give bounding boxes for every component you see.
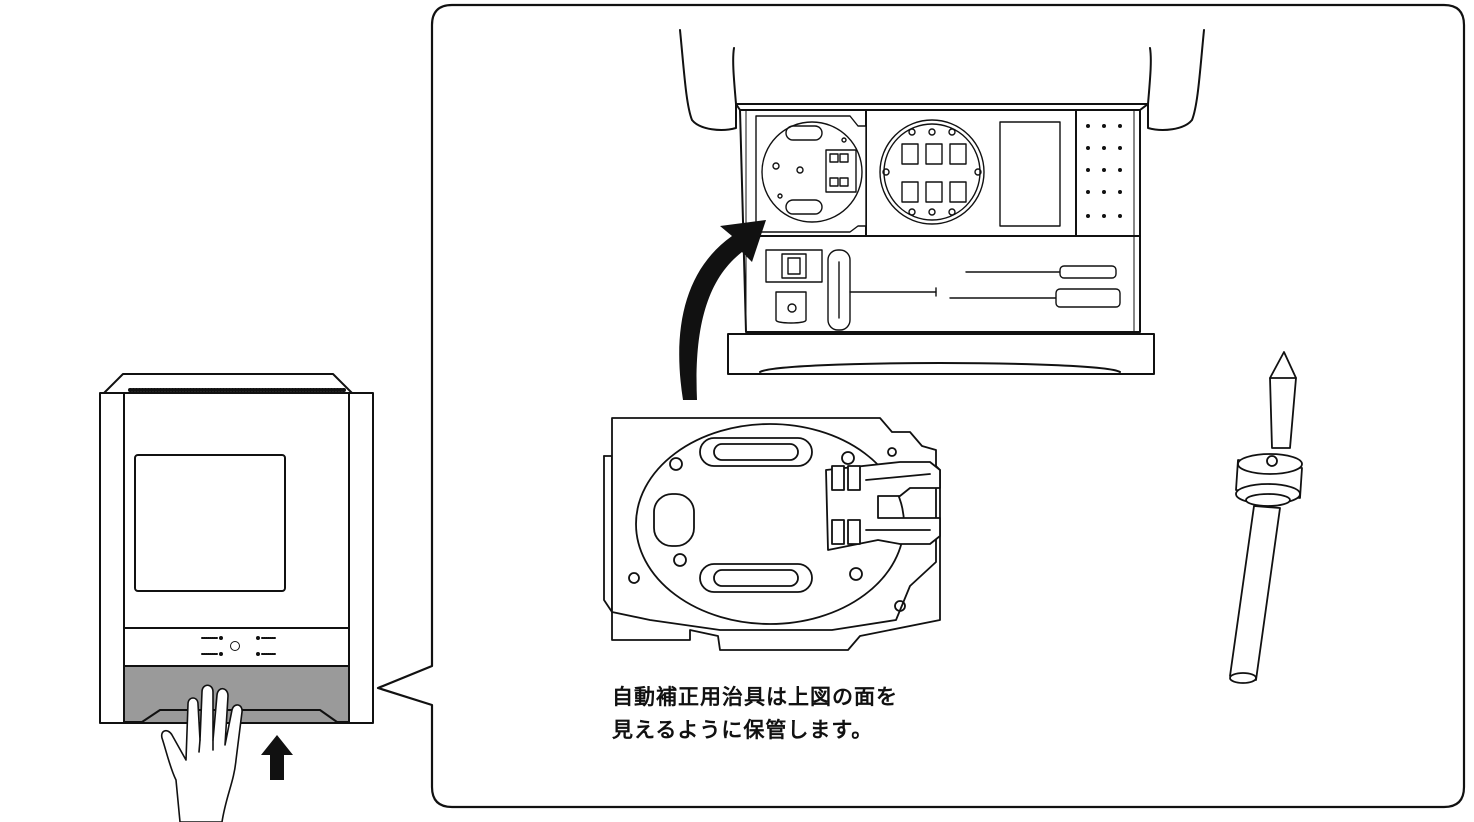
machine-window bbox=[134, 454, 286, 592]
tray-jig bbox=[755, 115, 867, 233]
open-drawer bbox=[679, 29, 1205, 375]
control-panel bbox=[201, 636, 277, 656]
calibration-pin bbox=[1229, 351, 1303, 684]
tray-card-slot bbox=[999, 121, 1061, 227]
tray-dot-grid bbox=[1086, 124, 1122, 218]
storage-instruction-caption: 自動補正用治具は上図の面を 見えるように保管します。 bbox=[612, 681, 972, 747]
milling-machine bbox=[99, 373, 374, 724]
tray-tools bbox=[765, 249, 1121, 331]
calibration-jig bbox=[603, 417, 941, 651]
tray-disc-holder bbox=[879, 119, 985, 225]
up-arrow-icon bbox=[261, 735, 293, 780]
curved-arrow-icon bbox=[679, 220, 766, 400]
caption-line-2: 見えるように保管します。 bbox=[612, 718, 874, 742]
caption-line-1: 自動補正用治具は上図の面を bbox=[612, 685, 898, 709]
hand-icon bbox=[160, 684, 243, 822]
